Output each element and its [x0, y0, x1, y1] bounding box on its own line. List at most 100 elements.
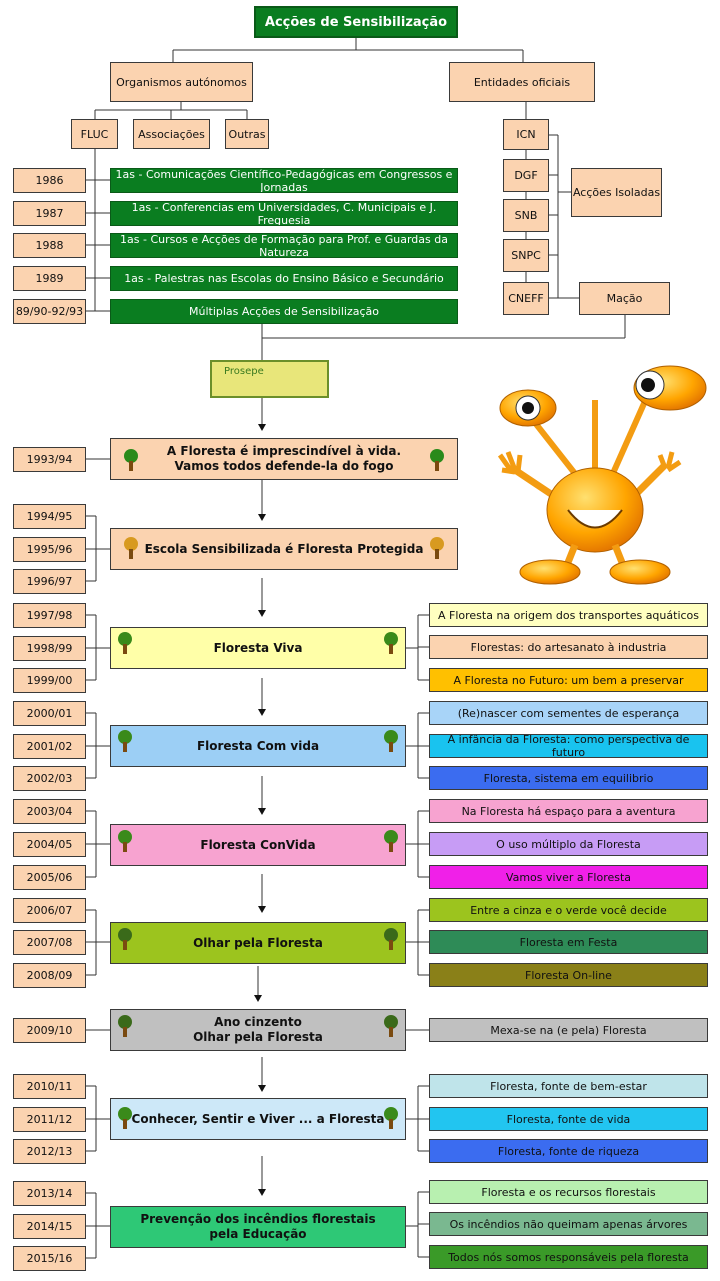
- ent-snpc: SNPC: [503, 239, 549, 272]
- year-box: 2015/16: [13, 1246, 86, 1271]
- campaign-box: Olhar pela Floresta: [110, 922, 406, 964]
- tree-icon: [118, 928, 132, 950]
- early-year: 1988: [13, 233, 86, 258]
- campaign-box: Floresta Viva: [110, 627, 406, 669]
- theme-box: A infância da Floresta: como perspectiva…: [429, 734, 708, 758]
- arrowhead: [258, 808, 266, 815]
- theme-box: Os incêndios não queimam apenas árvores: [429, 1212, 708, 1236]
- early-year: 89/90-92/93: [13, 299, 86, 324]
- year-box: 1997/98: [13, 603, 86, 628]
- campaign-box: Floresta ConVida: [110, 824, 406, 866]
- campaign-box: Escola Sensibilizada é Floresta Protegid…: [110, 528, 458, 570]
- arrowhead: [258, 1189, 266, 1196]
- theme-box: (Re)nascer com sementes de esperança: [429, 701, 708, 725]
- tree-icon: [384, 632, 398, 654]
- campaign-box: Floresta Com vida: [110, 725, 406, 767]
- ent-dgf: DGF: [503, 159, 549, 192]
- year-box: 2004/05: [13, 832, 86, 857]
- diagram-title: Acções de Sensibilização: [254, 6, 458, 38]
- year-box: 2005/06: [13, 865, 86, 890]
- year-box: 2011/12: [13, 1107, 86, 1132]
- macao-box: Mação: [579, 282, 670, 315]
- year-box: 2002/03: [13, 766, 86, 791]
- org-fluc: FLUC: [71, 119, 118, 149]
- theme-box: Floresta, fonte de bem-estar: [429, 1074, 708, 1098]
- tree-icon: [118, 1107, 132, 1129]
- year-box: 1999/00: [13, 668, 86, 693]
- year-box: 2013/14: [13, 1181, 86, 1206]
- theme-box: Todos nós somos responsáveis pela flores…: [429, 1245, 708, 1269]
- prosepe-icon: [124, 449, 138, 471]
- year-box: 2007/08: [13, 930, 86, 955]
- early-year: 1989: [13, 266, 86, 291]
- entidades-box: Entidades oficiais: [449, 62, 595, 102]
- theme-box: Floresta, sistema em equilibrio: [429, 766, 708, 790]
- tree-icon: [118, 632, 132, 654]
- campaign-box: A Floresta é imprescindível à vida. Vamo…: [110, 438, 458, 480]
- year-box: 1995/96: [13, 537, 86, 562]
- prosepe-logo: Prosepe: [210, 360, 329, 398]
- year-box: 2012/13: [13, 1139, 86, 1164]
- tree-icon: [384, 730, 398, 752]
- tree-icon: [118, 730, 132, 752]
- tree-icon: [118, 1015, 132, 1037]
- arrowhead: [258, 424, 266, 431]
- accoes-isoladas-box: Acções Isoladas: [571, 168, 662, 217]
- ent-cneff: CNEFF: [503, 282, 549, 315]
- year-box: 1998/99: [13, 636, 86, 661]
- campaign-box: Conhecer, Sentir e Viver ... a Floresta: [110, 1098, 406, 1140]
- arrowhead: [254, 995, 262, 1002]
- early-activity: 1as - Palestras nas Escolas do Ensino Bá…: [110, 266, 458, 291]
- theme-box: Floresta On-line: [429, 963, 708, 987]
- campaign-box: Ano cinzento Olhar pela Floresta: [110, 1009, 406, 1051]
- prosepe-icon: [430, 449, 444, 471]
- tree-icon: [118, 830, 132, 852]
- year-box: 1996/97: [13, 569, 86, 594]
- prosepe-icon: [124, 537, 138, 559]
- year-box: 2003/04: [13, 799, 86, 824]
- organismos-box: Organismos autónomos: [110, 62, 253, 102]
- early-activity: Múltiplas Acções de Sensibilização: [110, 299, 458, 324]
- early-year: 1987: [13, 201, 86, 226]
- theme-box: Na Floresta há espaço para a aventura: [429, 799, 708, 823]
- year-box: 2008/09: [13, 963, 86, 988]
- year-box: 1993/94: [13, 447, 86, 472]
- arrowhead: [258, 610, 266, 617]
- early-year: 1986: [13, 168, 86, 193]
- early-activity: 1as - Cursos e Acções de Formação para P…: [110, 233, 458, 258]
- arrowhead: [258, 906, 266, 913]
- tree-icon: [384, 1015, 398, 1037]
- campaign-box: Prevenção dos incêndios florestais pela …: [110, 1206, 406, 1248]
- theme-box: Entre a cinza e o verde você decide: [429, 898, 708, 922]
- year-box: 2001/02: [13, 734, 86, 759]
- year-box: 2014/15: [13, 1214, 86, 1239]
- year-box: 1994/95: [13, 504, 86, 529]
- year-box: 2006/07: [13, 898, 86, 923]
- prosepe-icon: [430, 537, 444, 559]
- theme-box: O uso múltiplo da Floresta: [429, 832, 708, 856]
- org-outras: Outras: [225, 119, 269, 149]
- theme-box: Florestas: do artesanato à industria: [429, 635, 708, 659]
- theme-box: Floresta, fonte de vida: [429, 1107, 708, 1131]
- theme-box: Floresta e os recursos florestais: [429, 1180, 708, 1204]
- early-activity: 1as - Conferencias em Universidades, C. …: [110, 201, 458, 226]
- org-associacoes: Associações: [133, 119, 210, 149]
- tree-icon: [384, 928, 398, 950]
- early-activity: 1as - Comunicações Científico-Pedagógica…: [110, 168, 458, 193]
- year-box: 2009/10: [13, 1018, 86, 1043]
- mascot-illustration: [497, 365, 707, 585]
- ent-icn: ICN: [503, 119, 549, 150]
- tree-icon: [384, 830, 398, 852]
- theme-box: A Floresta na origem dos transportes aqu…: [429, 603, 708, 627]
- theme-box: Floresta, fonte de riqueza: [429, 1139, 708, 1163]
- arrowhead: [258, 514, 266, 521]
- ent-snb: SNB: [503, 199, 549, 232]
- arrowhead: [258, 1085, 266, 1092]
- arrowhead: [258, 709, 266, 716]
- tree-icon: [384, 1107, 398, 1129]
- theme-box: Floresta em Festa: [429, 930, 708, 954]
- prosepe-label: Prosepe: [224, 366, 264, 377]
- theme-box: A Floresta no Futuro: um bem a preservar: [429, 668, 708, 692]
- year-box: 2000/01: [13, 701, 86, 726]
- year-box: 2010/11: [13, 1074, 86, 1099]
